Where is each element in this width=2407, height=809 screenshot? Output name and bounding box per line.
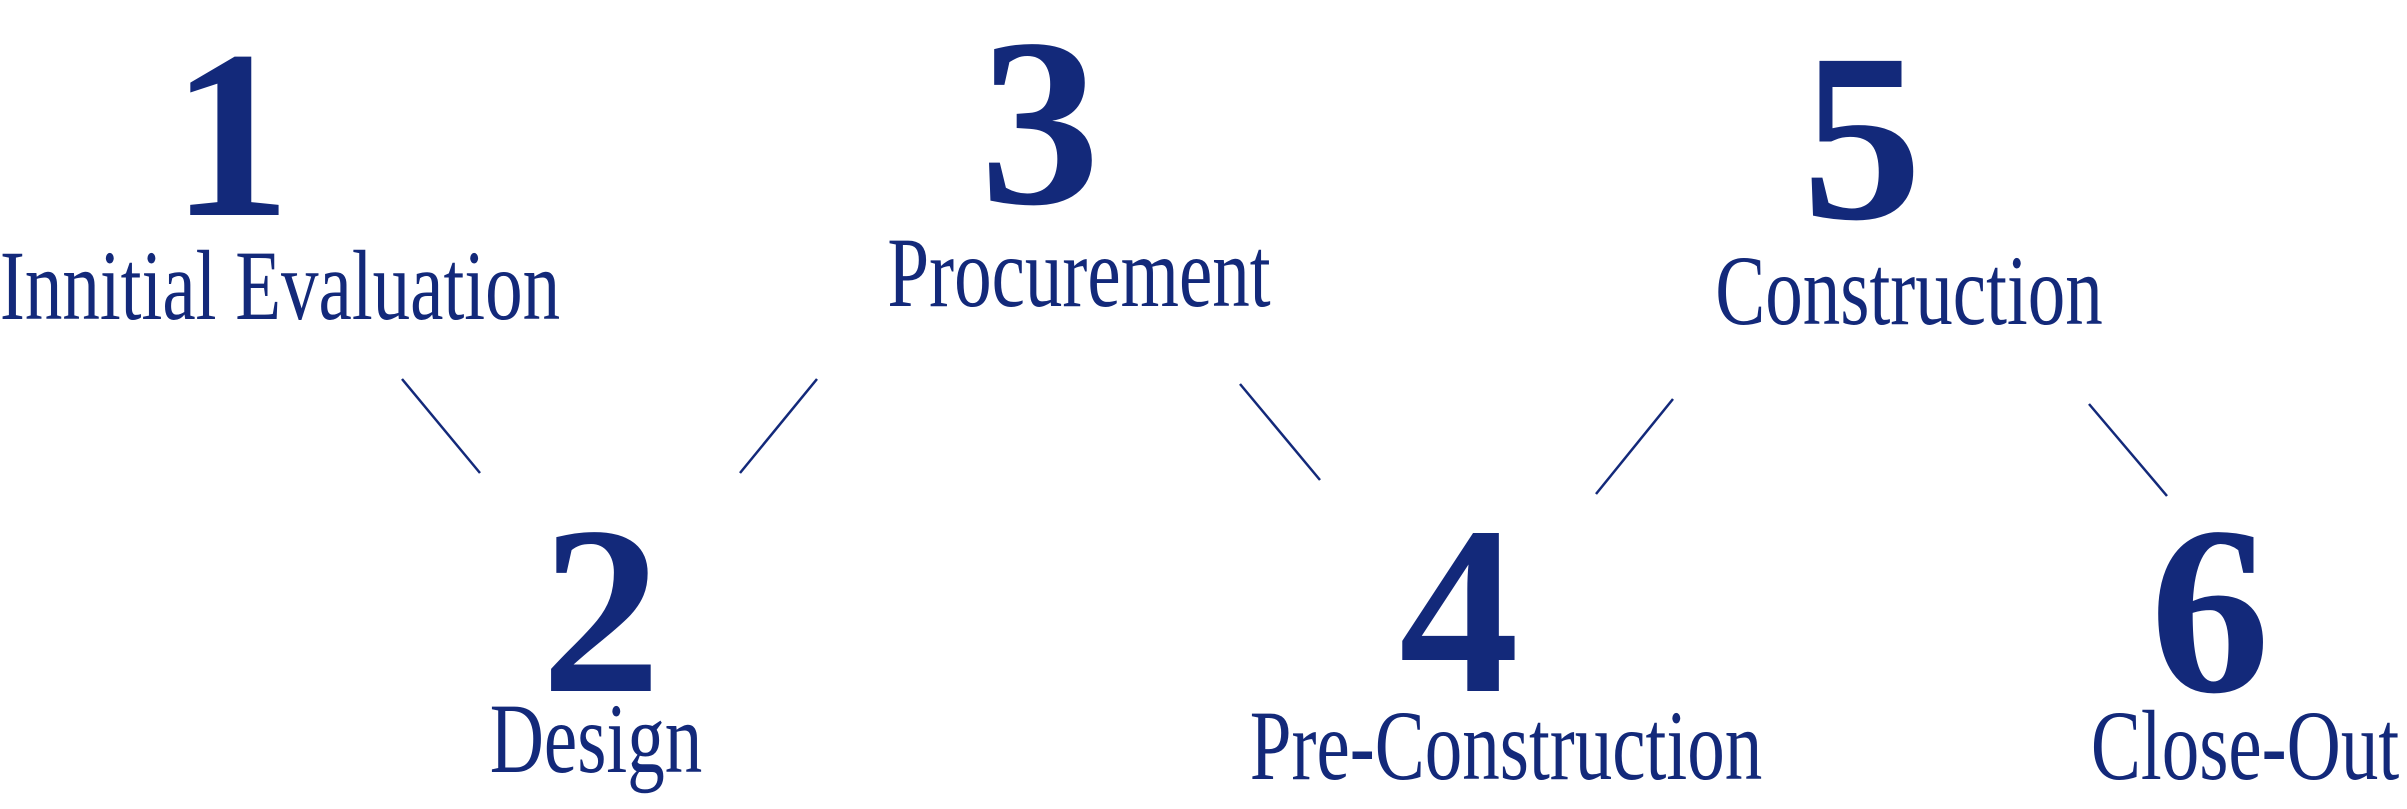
step-4-label: Pre-Construction <box>1249 690 1763 801</box>
step-3-number: 3 <box>980 0 1100 255</box>
step-3-label: Procurement <box>887 217 1271 328</box>
connector-5-6 <box>2088 403 2168 497</box>
connector-1-2 <box>401 378 481 474</box>
connector-4-5 <box>1595 398 1674 495</box>
connector-2-3 <box>739 378 818 474</box>
step-6-number: 6 <box>2150 477 2270 743</box>
step-5-label: Construction <box>1715 235 2103 346</box>
step-2-label: Design <box>489 683 703 794</box>
step-5-number: 5 <box>1802 4 1922 270</box>
step-6-label: Close-Out <box>2090 690 2400 801</box>
step-1-label: Innitial Evaluation <box>0 230 561 341</box>
step-4-number: 4 <box>1399 477 1519 743</box>
step-2-number: 2 <box>541 477 661 743</box>
connector-3-4 <box>1239 383 1321 481</box>
step-1-number: 1 <box>171 1 291 267</box>
